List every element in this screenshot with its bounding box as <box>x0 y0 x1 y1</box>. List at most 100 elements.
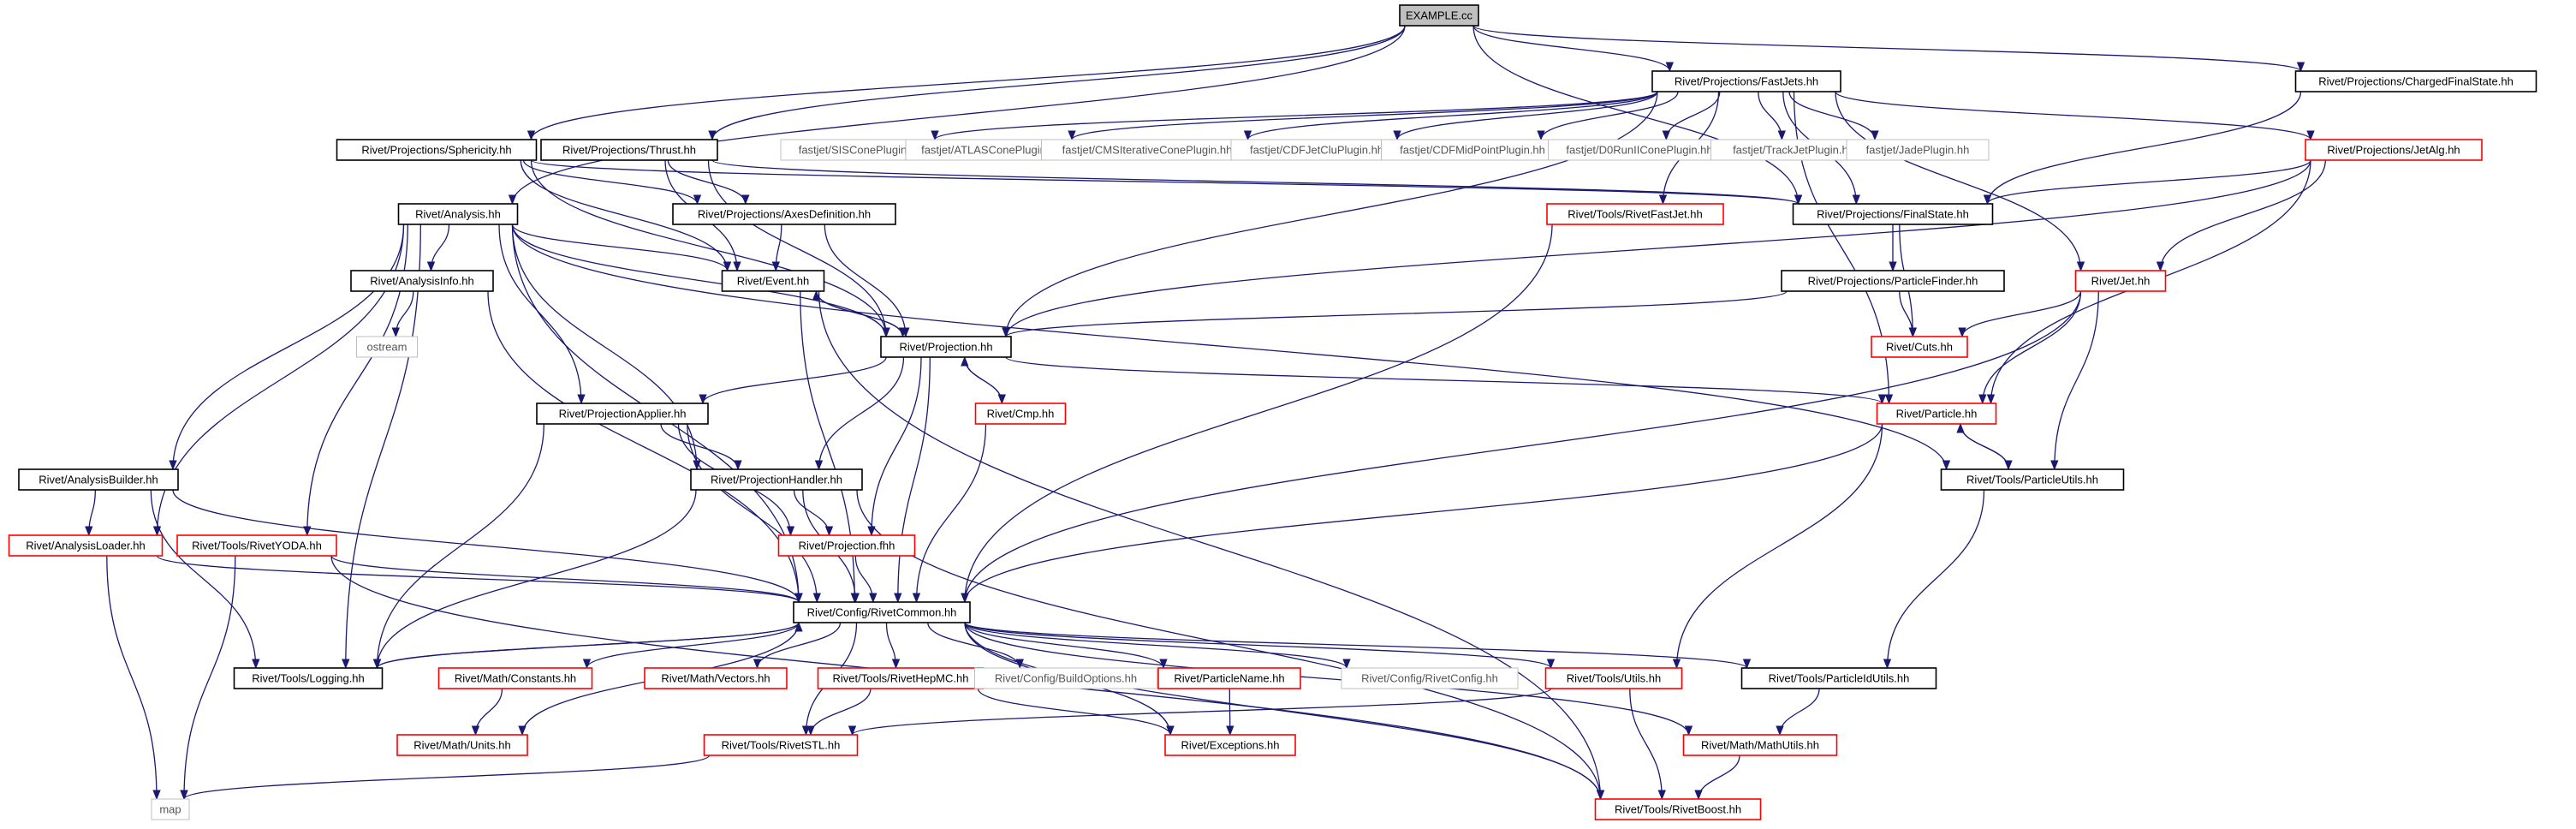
node-label: Rivet/Tools/RivetYODA.hh <box>192 540 322 552</box>
node-projection[interactable]: Rivet/Projection.hh <box>880 336 1012 358</box>
edge-jet-to-particle <box>1978 290 2082 405</box>
edge-rivetcommon-to-toolsutils <box>964 622 1555 670</box>
edge-rivetyoda-to-rivetcommon <box>330 555 803 604</box>
edge-analysis-to-projhandler <box>511 224 701 471</box>
node-buildoptions[interactable]: Rivet/Config/BuildOptions.hh <box>974 667 1157 689</box>
node-label: Rivet/AnalysisBuilder.hh <box>39 474 158 486</box>
node-rivetyoda[interactable]: Rivet/Tools/RivetYODA.hh <box>176 534 337 557</box>
node-rivetcommon[interactable]: Rivet/Config/RivetCommon.hh <box>793 601 971 623</box>
edge-jet-to-rivetcommon <box>961 290 2082 604</box>
node-sphericity[interactable]: Rivet/Projections/Sphericity.hh <box>336 139 538 161</box>
node-box <box>437 667 593 689</box>
node-box <box>1544 667 1683 689</box>
node-projhandler[interactable]: Rivet/ProjectionHandler.hh <box>690 468 863 491</box>
node-label: Rivet/Tools/Logging.hh <box>252 672 365 685</box>
node-rivetstl[interactable]: Rivet/Tools/RivetSTL.hh <box>703 734 859 756</box>
edge-fastjets-to-cdfjetclu <box>1393 91 1658 141</box>
node-cmsit[interactable]: fastjet/CMSIterativeConePlugin.hh <box>1041 139 1253 161</box>
edge-projection-to-projhandler <box>814 356 905 471</box>
edge-rivetstl-to-map <box>180 754 711 801</box>
node-projapplier[interactable]: Rivet/ProjectionApplier.hh <box>536 403 709 425</box>
node-event[interactable]: Rivet/Event.hh <box>721 270 825 292</box>
node-rivetboost[interactable]: Rivet/Tools/RivetBoost.hh <box>1594 798 1762 820</box>
node-toolsutils[interactable]: Rivet/Tools/Utils.hh <box>1544 667 1683 689</box>
node-map[interactable]: map <box>151 798 190 820</box>
node-label: Rivet/Config/RivetConfig.hh <box>1361 672 1498 685</box>
node-box <box>1399 4 1479 27</box>
node-box <box>644 667 788 689</box>
node-analysisinfo[interactable]: Rivet/AnalysisInfo.hh <box>350 270 494 292</box>
node-rivethepmc[interactable]: Rivet/Tools/RivetHepMC.hh <box>817 667 985 689</box>
edge-analysis-to-logging <box>342 224 421 670</box>
node-chargedfs[interactable]: Rivet/Projections/ChargedFinalState.hh <box>2294 70 2537 92</box>
node-cdfmid[interactable]: fastjet/CDFMidPointPlugin.hh <box>1381 139 1564 161</box>
edge-analysisinfo-to-rivetcommon <box>487 290 803 604</box>
node-particleutils[interactable]: Rivet/Tools/ParticleUtils.hh <box>1940 468 2125 491</box>
node-ostream[interactable]: ostream <box>356 336 418 358</box>
node-label: ostream <box>367 341 408 354</box>
node-particlename[interactable]: Rivet/ParticleName.hh <box>1157 667 1301 689</box>
node-box <box>793 601 971 623</box>
node-label: Rivet/Analysis.hh <box>415 208 501 221</box>
node-box <box>18 468 179 491</box>
node-finalstate[interactable]: Rivet/Projections/FinalState.hh <box>1792 203 1994 225</box>
node-rivetconfig[interactable]: Rivet/Config/RivetConfig.hh <box>1341 667 1519 689</box>
node-axesdef[interactable]: Rivet/Projections/AxesDefinition.hh <box>672 203 896 225</box>
node-box <box>2305 139 2483 161</box>
edge-particle-to-toolsutils <box>1672 423 1883 670</box>
node-label: Rivet/Cmp.hh <box>987 408 1055 420</box>
edge-particleidutils-to-mathutils <box>1776 688 1820 737</box>
edge-chargedfs-to-finalstate <box>1983 91 2302 206</box>
node-particlefinder[interactable]: Rivet/Projections/ParticleFinder.hh <box>1781 270 2005 292</box>
node-label: Rivet/ParticleName.hh <box>1174 672 1284 685</box>
edge-rivetcommon-to-particlename <box>964 622 1168 670</box>
node-mathutils[interactable]: Rivet/Math/MathUtils.hh <box>1682 734 1838 756</box>
node-analysis[interactable]: Rivet/Analysis.hh <box>397 203 519 225</box>
node-jet[interactable]: Rivet/Jet.hh <box>2074 270 2167 292</box>
edge-projection-to-projapplier <box>699 356 887 405</box>
node-box <box>396 734 528 756</box>
node-label: Rivet/AnalysisInfo.hh <box>370 275 473 288</box>
edge-toolsutils-to-rivetboost <box>1629 688 1666 801</box>
node-label: Rivet/Projections/FastJets.hh <box>1675 75 1818 88</box>
edge-projapplier-to-rivetcommon <box>687 423 821 604</box>
node-cmp[interactable]: Rivet/Cmp.hh <box>974 403 1067 425</box>
node-box <box>1940 468 2125 491</box>
edge-analysisbuilder-to-logging <box>150 489 260 670</box>
node-exceptions[interactable]: Rivet/Exceptions.hh <box>1164 734 1296 756</box>
node-cuts[interactable]: Rivet/Cuts.hh <box>1871 336 1968 358</box>
node-fastjets[interactable]: Rivet/Projections/FastJets.hh <box>1651 70 1841 92</box>
node-jetalg[interactable]: Rivet/Projections/JetAlg.hh <box>2305 139 2483 161</box>
node-label: Rivet/Jet.hh <box>2091 275 2151 288</box>
node-analysisloader[interactable]: Rivet/AnalysisLoader.hh <box>8 534 164 557</box>
node-constants[interactable]: Rivet/Math/Constants.hh <box>437 667 593 689</box>
node-cdfjetclu[interactable]: fastjet/CDFJetCluPlugin.hh <box>1230 139 1403 161</box>
node-analysisbuilder[interactable]: Rivet/AnalysisBuilder.hh <box>18 468 179 491</box>
edge-rivetcommon-to-constants <box>582 622 800 670</box>
node-projfhh[interactable]: Rivet/Projection.fhh <box>777 534 916 557</box>
node-d0run[interactable]: fastjet/D0RunIIConePlugin.hh <box>1548 139 1731 161</box>
node-example[interactable]: EXAMPLE.cc <box>1399 4 1479 27</box>
node-label: Rivet/Config/BuildOptions.hh <box>995 672 1137 685</box>
edge-fastjets-to-jetalg <box>1835 91 2315 141</box>
node-rivetfastjet[interactable]: Rivet/Tools/RivetFastJet.hh <box>1546 203 1724 225</box>
edge-fastjets-to-jet <box>1835 91 2085 272</box>
edge-jetalg-to-jet <box>2156 159 2326 272</box>
node-particle[interactable]: Rivet/Particle.hh <box>1876 403 1997 425</box>
node-label: Rivet/Projection.fhh <box>799 540 895 552</box>
node-label: Rivet/Projections/ChargedFinalState.hh <box>2318 75 2514 88</box>
edge-analysisloader-to-map <box>106 555 161 801</box>
edge-sphericity-to-projection <box>530 159 890 338</box>
node-label: Rivet/Projections/Thrust.hh <box>562 144 696 157</box>
edge-example-to-analysis <box>508 25 1406 206</box>
edge-jet-to-cuts <box>1958 290 2082 338</box>
node-box <box>974 403 1067 425</box>
node-particleidutils[interactable]: Rivet/Tools/ParticleIdUtils.hh <box>1740 667 1937 689</box>
node-thrust[interactable]: Rivet/Projections/Thrust.hh <box>540 139 718 161</box>
node-jade[interactable]: fastjet/JadePlugin.hh <box>1846 139 1990 161</box>
node-box <box>8 534 164 557</box>
node-box <box>536 403 709 425</box>
node-logging[interactable]: Rivet/Tools/Logging.hh <box>233 667 384 689</box>
node-units[interactable]: Rivet/Math/Units.hh <box>396 734 528 756</box>
node-vectors[interactable]: Rivet/Math/Vectors.hh <box>644 667 788 689</box>
